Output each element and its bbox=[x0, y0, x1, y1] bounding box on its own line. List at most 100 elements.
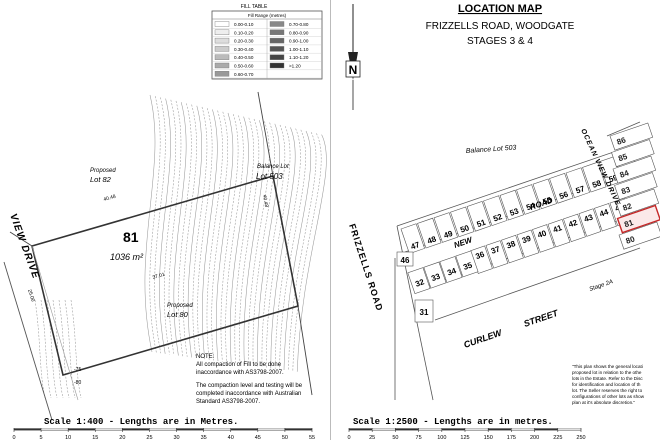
map-lot-number: 58 bbox=[591, 178, 603, 190]
fill-swatch bbox=[269, 54, 285, 60]
map-lot-number: 55 bbox=[542, 195, 554, 207]
map-lot: 39 bbox=[516, 229, 540, 258]
fill-range-label: 0.50-0.60 bbox=[234, 64, 254, 69]
map-lot: 42 bbox=[563, 213, 586, 243]
lot-82-boundary bbox=[9, 231, 33, 247]
location-map-subtitle-2: STAGES 3 & 4 bbox=[467, 36, 533, 47]
fill-range-label: 0.20-0.30 bbox=[234, 39, 254, 44]
note-line-3: The compaction level and testing will be bbox=[196, 383, 303, 389]
disclaimer-6: configurations of other lots as show bbox=[572, 394, 645, 399]
map-lot-number: 39 bbox=[521, 234, 533, 246]
scale-tick-label: 50 bbox=[392, 435, 398, 440]
location-map-panel: LOCATION MAP FRIZZELLS ROAD, WOODGATE ST… bbox=[335, 0, 660, 440]
location-map-title: LOCATION MAP bbox=[458, 3, 542, 15]
map-lot: 83 bbox=[614, 172, 658, 201]
scale-tick-label: 175 bbox=[507, 435, 516, 440]
map-lot: 54 bbox=[516, 184, 541, 215]
scale-tick-label: 225 bbox=[553, 435, 562, 440]
scale-tick-label: 25 bbox=[369, 435, 375, 440]
map-lot-number: 47 bbox=[410, 240, 422, 252]
scale-label-left: Scale 1:400 - Lengths are in Metres. bbox=[44, 417, 238, 427]
lot-80-boundary bbox=[297, 305, 313, 396]
fill-swatch bbox=[269, 21, 285, 27]
fill-swatch bbox=[214, 46, 230, 52]
fill-swatch bbox=[269, 29, 285, 35]
scale-tick-label: 35 bbox=[201, 435, 207, 440]
map-lot: 40 bbox=[532, 224, 555, 253]
map-lot: 46 bbox=[396, 251, 414, 267]
dim-bottom: 37.01 bbox=[152, 272, 166, 281]
street-edge-line bbox=[3, 261, 53, 421]
note-line-2: inaccordance with AS3798-2007. bbox=[196, 370, 284, 376]
map-lot: 47 bbox=[400, 223, 425, 254]
fill-swatch bbox=[269, 62, 285, 69]
lot-number: 81 bbox=[123, 229, 139, 245]
map-lot-number: 82 bbox=[622, 201, 634, 213]
fill-table-title: FILL TABLE bbox=[241, 4, 268, 10]
scale-tick-label: 0 bbox=[12, 435, 15, 440]
fill-swatch bbox=[214, 62, 230, 69]
note-line-1: All compaction of Fill to be done bbox=[196, 362, 282, 368]
map-lot-number: 35 bbox=[462, 260, 474, 272]
location-map-subtitle-1: FRIZZELLS ROAD, WOODGATE bbox=[426, 21, 575, 32]
map-lot: 57 bbox=[565, 167, 590, 198]
map-lot: 32 bbox=[407, 267, 431, 295]
scale-tick-label: 10 bbox=[65, 435, 71, 440]
scale-tick-label: 55 bbox=[309, 435, 315, 440]
location-map-drawing: LOCATION MAP FRIZZELLS ROAD, WOODGATE ST… bbox=[345, 3, 660, 440]
map-lot-number: 81 bbox=[623, 218, 635, 230]
fill-range-label: 1.10-1.20 bbox=[289, 55, 309, 60]
scale-tick-label: 100 bbox=[437, 435, 446, 440]
fill-range-label: 0.00-0.10 bbox=[234, 22, 254, 27]
site-plan-panel: FILL TABLE Fill Range (metres) 0.00-0.10… bbox=[3, 4, 327, 440]
disclaimer-7: plan at it's absolute discretion." bbox=[572, 400, 635, 405]
map-lot-number: 41 bbox=[552, 223, 564, 235]
fill-swatch bbox=[269, 37, 285, 44]
map-lot: 86 bbox=[609, 122, 654, 151]
fill-swatch bbox=[214, 37, 230, 44]
fill-range-label: >1.20 bbox=[289, 64, 301, 69]
street-name: VIEW DRIVE bbox=[7, 212, 41, 281]
scale-tick-label: 20 bbox=[119, 435, 125, 440]
map-lot-number: 32 bbox=[414, 277, 426, 289]
contour-label-1: -75 bbox=[74, 367, 81, 373]
compaction-note: NOTE: All compaction of Fill to be done … bbox=[196, 354, 303, 405]
map-lot: 50 bbox=[450, 206, 475, 238]
map-lot: 80 bbox=[618, 221, 660, 250]
fill-range-label: 0.80-0.90 bbox=[289, 30, 309, 35]
road-frizzells: FRIZZELLS ROAD bbox=[347, 223, 385, 313]
map-lot-number: 46 bbox=[401, 256, 410, 265]
scale-tick-label: 50 bbox=[282, 435, 288, 440]
map-lot-number: 49 bbox=[443, 229, 455, 241]
fill-swatch bbox=[214, 71, 230, 77]
map-lot-number: 84 bbox=[619, 168, 631, 180]
map-lot: 43 bbox=[578, 208, 602, 237]
note-line-5: Standard AS3798-2007. bbox=[196, 399, 260, 405]
scale-tick-label: 5 bbox=[40, 435, 43, 440]
map-balance-lot: Balance Lot 503 bbox=[466, 144, 517, 155]
map-lot-highlighted: 81 bbox=[616, 204, 660, 234]
road-curlew-2: STREET bbox=[522, 307, 560, 329]
balance-lot-line1: Balance Lot bbox=[257, 164, 289, 170]
scale-tick-label: 0 bbox=[347, 435, 350, 440]
map-lot-number: 37 bbox=[490, 244, 502, 256]
balance-lot-boundary bbox=[257, 91, 274, 177]
scale-tick-label: 45 bbox=[255, 435, 261, 440]
map-lot: 48 bbox=[417, 217, 442, 249]
map-lot: 41 bbox=[547, 218, 571, 248]
proposed-lot-82-line2: Lot 82 bbox=[90, 175, 112, 184]
street-frontage-line bbox=[31, 245, 79, 401]
scale-tick-label: 250 bbox=[576, 435, 585, 440]
scale-bar-left: Scale 1:400 - Lengths are in Metres. 0 5 1… bbox=[12, 417, 315, 440]
fill-range-label: 1.00-1.10 bbox=[289, 47, 309, 52]
map-lot-number: 59 bbox=[608, 173, 620, 185]
fill-swatch bbox=[269, 46, 285, 52]
map-lot-number: 48 bbox=[426, 234, 438, 246]
map-lot: 82 bbox=[615, 188, 660, 217]
dim-top: 40.48 bbox=[103, 194, 117, 203]
site-plan-drawing: FILL TABLE Fill Range (metres) 0.00-0.10… bbox=[3, 4, 327, 440]
map-lot: 31 bbox=[414, 299, 434, 323]
fill-range-label: 0.30-0.40 bbox=[234, 47, 254, 52]
